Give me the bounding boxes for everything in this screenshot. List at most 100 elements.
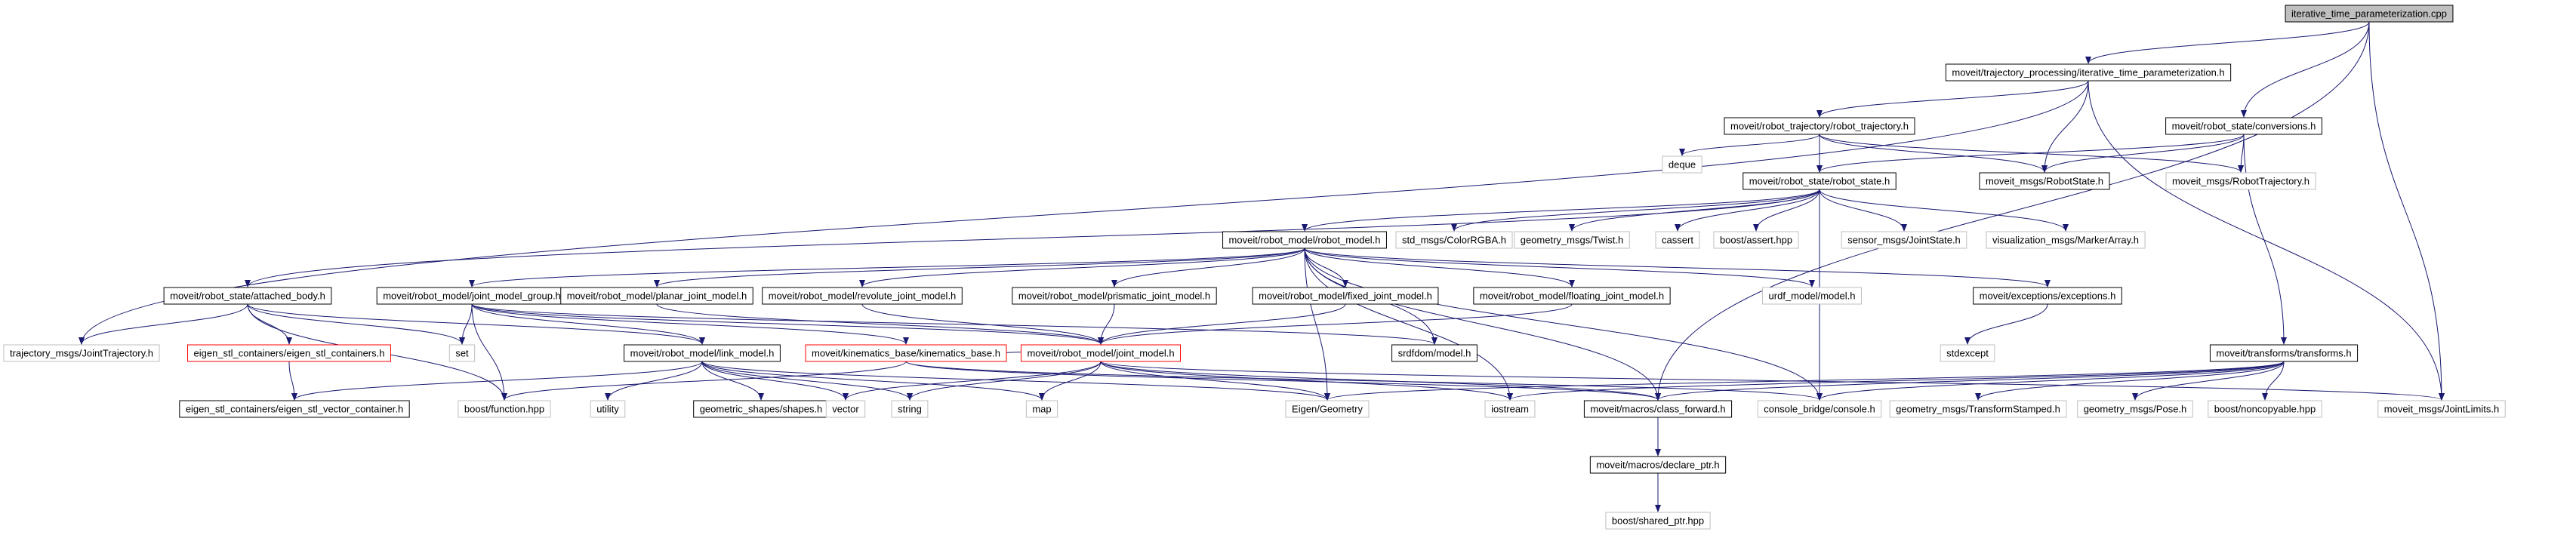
node-link[interactable]: moveit/robot_model/link_model.h [624,344,781,362]
node-revolute-label: moveit/robot_model/revolute_joint_model.… [769,291,957,302]
node-exceptions[interactable]: moveit/exceptions/exceptions.h [1973,287,2122,305]
node-jstate-box [1841,231,1967,249]
edge-rstate-to-marker [1819,189,2069,232]
node-rstate-box [1742,172,1897,190]
node-evec[interactable]: eigen_stl_containers/eigen_stl_vector_co… [179,400,410,418]
node-tfstamped: geometry_msgs/TransformStamped.h [1889,400,2067,418]
edge-rmodel-to-jmg [469,248,1305,287]
node-set-label: set [455,348,469,359]
node-string-label: string [898,404,922,415]
edge-fixed-to-jmodel [1098,303,1346,345]
node-eigencont-label: eigen_stl_containers/eigen_stl_container… [194,348,385,359]
node-planar-box [560,287,753,305]
node-floating[interactable]: moveit/robot_model/floating_joint_model.… [1473,287,1671,305]
node-console-box [1757,400,1882,418]
edge-eigencont-to-evec [288,361,297,401]
node-prismatic[interactable]: moveit/robot_model/prismatic_joint_model… [1012,287,1217,305]
edge-jmodel-to-string [907,361,1102,401]
node-rmodel-box [1222,231,1387,249]
node-root-label: iterative_time_parameterization.cpp [2291,8,2447,20]
edge-link-to-vector [701,361,849,401]
node-transforms-box [2209,344,2359,362]
node-rtraj[interactable]: moveit/robot_trajectory/robot_trajectory… [1724,117,1915,135]
node-kinbase[interactable]: moveit/kinematics_base/kinematics_base.h [805,344,1007,362]
edge-transforms-to-tfstamped [1975,361,2285,401]
node-conv[interactable]: moveit/robot_state/conversions.h [2165,117,2322,135]
node-rmodel-label: moveit/robot_model/robot_model.h [1229,235,1381,246]
node-cassert-box [1655,231,1700,249]
edge-link-to-utility [605,361,703,401]
node-stdexcept: stdexcept [1940,344,1995,362]
node-exceptions-box [1973,287,2122,305]
node-conv-label: moveit/robot_state/conversions.h [2172,121,2316,132]
node-kinbase-label: moveit/kinematics_base/kinematics_base.h [812,348,1000,359]
node-link-label: moveit/robot_model/link_model.h [630,348,775,359]
edge-jmodel-to-eigengeo [1100,361,1330,401]
node-cassert-label: cassert [1662,235,1693,246]
node-itp-label: moveit/trajectory_processing/iterative_t… [1952,67,2224,78]
edge-rstate-to-twist [1569,189,1820,232]
node-eigencont[interactable]: eigen_stl_containers/eigen_stl_container… [187,344,391,362]
edge-attached-to-link [247,303,705,345]
node-vector-label: vector [832,404,859,415]
node-noncopy: boost/noncopyable.hpp [2208,400,2322,418]
edge-link-to-eigengeo [701,361,1330,401]
node-classfwd[interactable]: moveit/macros/class_forward.h [1583,400,1733,418]
node-revolute[interactable]: moveit/robot_model/revolute_joint_model.… [762,287,963,305]
node-urdf: urdf_model/model.h [1762,287,1862,305]
node-rmodel[interactable]: moveit/robot_model/robot_model.h [1222,231,1387,249]
node-floating-label: moveit/robot_model/floating_joint_model.… [1480,291,1664,302]
node-stdexcept-label: stdexcept [1946,348,1989,359]
edge-jmg-to-link [471,303,705,345]
node-bassert-box [1713,231,1799,249]
node-vector: vector [825,400,866,418]
edge-floating-to-jmodel [1098,303,1573,345]
edge-root-to-classfwd [1655,21,2370,401]
node-rtmsg: moveit_msgs/RobotTrajectory.h [2165,172,2316,190]
node-root[interactable]: iterative_time_parameterization.cpp [2285,5,2454,23]
node-jlimits: moveit_msgs/JointLimits.h [2377,400,2506,418]
node-cassert: cassert [1655,231,1700,249]
node-jmg[interactable]: moveit/robot_model/joint_model_group.h [376,287,568,305]
edge-jmg-to-set [459,303,473,345]
edge-rstate-to-colorrgba [1451,189,1820,232]
edge-prismatic-to-jmodel [1098,303,1115,345]
node-attached[interactable]: moveit/robot_state/attached_body.h [163,287,332,305]
node-declptr[interactable]: moveit/macros/declare_ptr.h [1589,456,1727,474]
edge-revolute-to-jmodel [861,303,1104,345]
node-itp[interactable]: moveit/trajectory_processing/iterative_t… [1945,63,2232,81]
node-deque: deque [1662,155,1702,174]
node-utility: utility [590,400,626,418]
edge-transforms-to-classfwd [1655,361,2285,401]
node-iostream: iostream [1484,400,1536,418]
node-rstate[interactable]: moveit/robot_state/robot_state.h [1742,172,1897,190]
node-planar-label: moveit/robot_model/planar_joint_model.h [567,291,747,302]
node-prismatic-label: moveit/robot_model/prismatic_joint_model… [1018,291,1210,302]
edge-rmodel-to-eigengeo [1304,248,1330,401]
node-console: console_bridge/console.h [1757,400,1882,418]
node-shapes[interactable]: geometric_shapes/shapes.h [693,400,829,418]
edge-rstate-to-cassert [1675,189,1820,232]
node-jmodel[interactable]: moveit/robot_model/joint_model.h [1020,344,1182,362]
edge-rmodel-to-exceptions [1304,248,2051,287]
node-jmodel-label: moveit/robot_model/joint_model.h [1027,348,1174,359]
node-prismatic-box [1012,287,1217,305]
node-twist-label: geometry_msgs/Twist.h [1521,235,1624,246]
edge-rtraj-to-rsmsg [1819,134,2048,173]
edge-conv-to-rsmsg [2041,134,2245,173]
node-marker-label: visualization_msgs/MarkerArray.h [1992,235,2139,246]
node-jmg-label: moveit/robot_model/joint_model_group.h [383,291,561,302]
node-attached-box [163,287,332,305]
edge-link-to-map [701,361,1045,401]
node-srdf[interactable]: srdfdom/model.h [1391,344,1478,362]
node-revolute-box [762,287,963,305]
edge-jmodel-to-classfwd [1100,361,1661,401]
node-eigencont-box [187,344,391,362]
edge-rmodel-to-classfwd [1304,248,1661,401]
node-rsmsg[interactable]: moveit_msgs/RobotState.h [1979,172,2110,190]
node-planar[interactable]: moveit/robot_model/planar_joint_model.h [560,287,753,305]
edge-rmodel-to-revolute [859,248,1305,287]
node-fixed[interactable]: moveit/robot_model/fixed_joint_model.h [1252,287,1439,305]
node-transforms[interactable]: moveit/transforms/transforms.h [2209,344,2359,362]
node-eigengeo-box [1285,400,1370,418]
